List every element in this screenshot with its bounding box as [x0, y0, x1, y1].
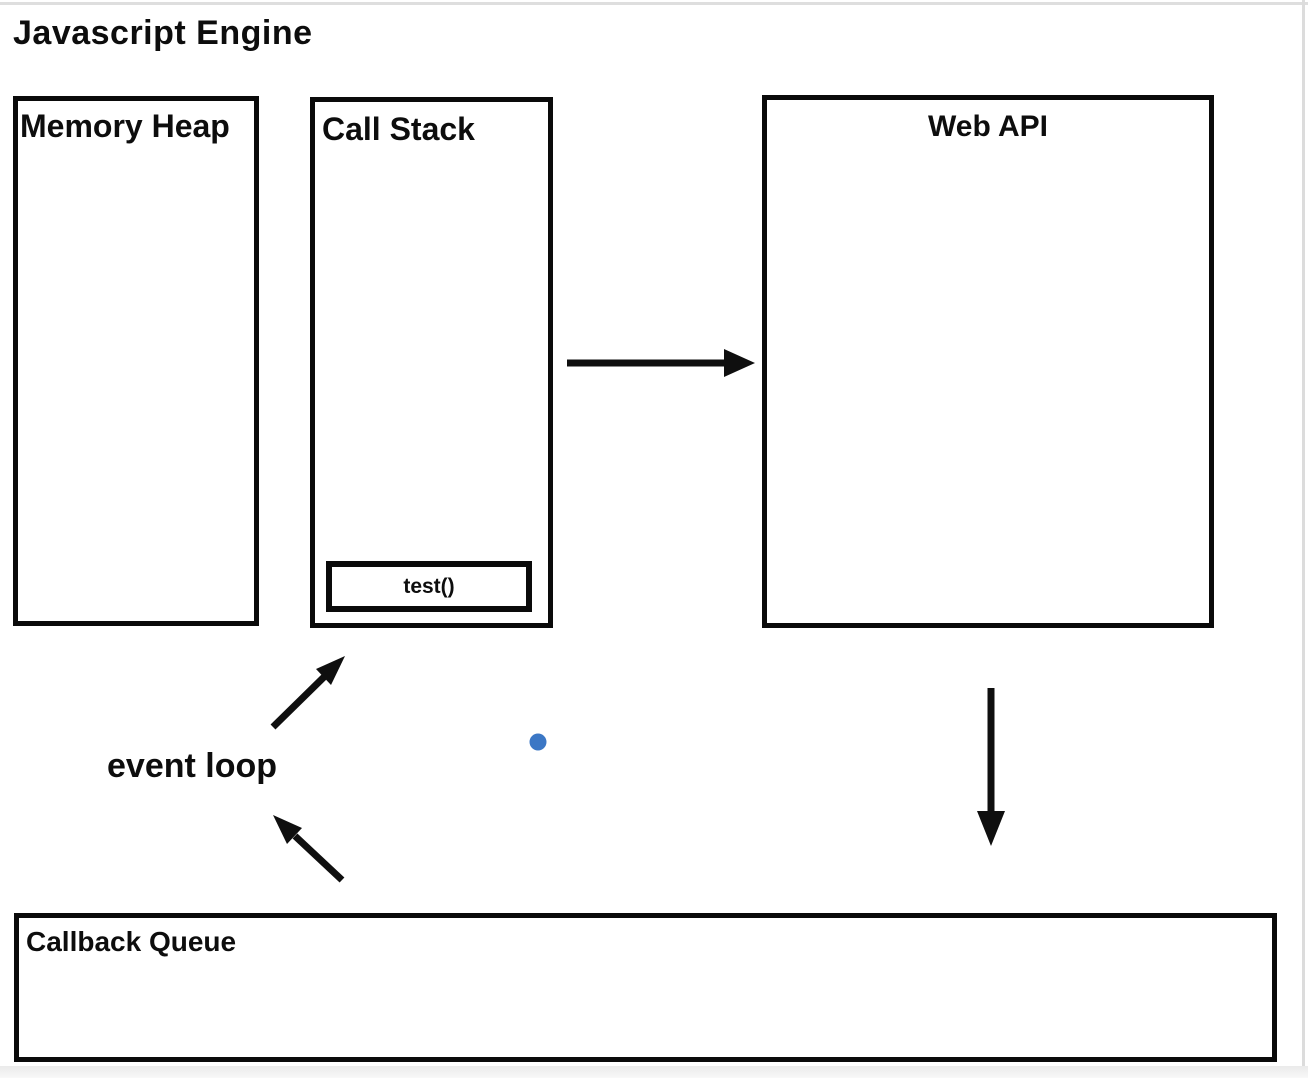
eventloop-to-callstack-arrow: [270, 656, 345, 730]
call-stack-label: Call Stack: [322, 111, 475, 147]
memory-heap-box: Memory Heap: [13, 96, 259, 626]
blue-dot: [529, 733, 547, 751]
call-stack-frame-test: test(): [326, 561, 532, 612]
callbackqueue-to-eventloop-arrow: [273, 815, 345, 883]
web-api-label: Web API: [927, 110, 1048, 143]
window-right-border: [1302, 0, 1305, 1078]
call-stack-box: Call Stack: [310, 97, 553, 628]
webapi-to-callbackqueue-arrow: [977, 688, 1005, 846]
callstack-to-webapi-arrow: [567, 349, 755, 377]
event-loop-label: event loop: [107, 747, 278, 785]
callback-queue-box: Callback Queue: [14, 913, 1277, 1062]
window-bottom-shadow: [0, 1066, 1308, 1078]
page-title: Javascript Engine: [13, 14, 313, 52]
web-api-box: Web API: [762, 95, 1214, 628]
window-top-border: [0, 2, 1308, 5]
callback-queue-label: Callback Queue: [26, 926, 237, 957]
memory-heap-label: Memory Heap: [20, 108, 230, 144]
